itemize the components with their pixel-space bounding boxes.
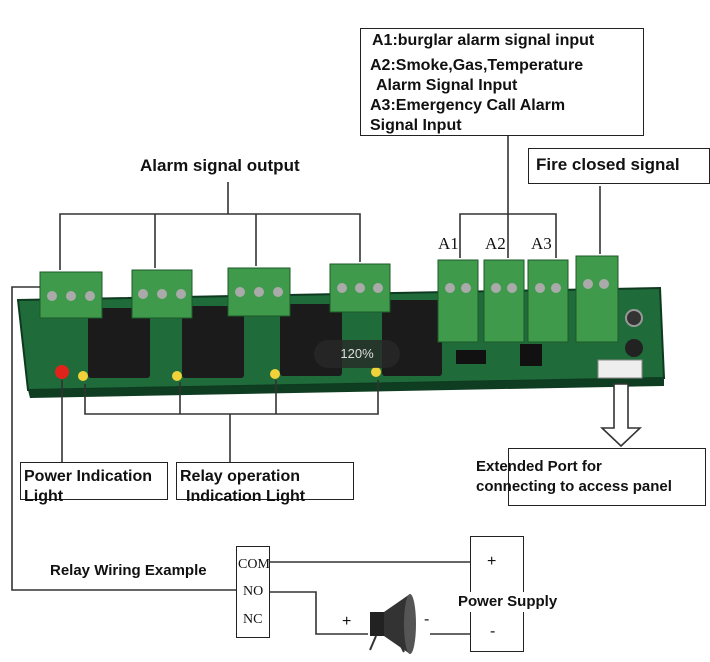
output-terminal-3	[227, 267, 291, 317]
input-terminal-a1	[437, 259, 479, 343]
siren-minus-sign: -	[424, 611, 430, 628]
power-light-line1: Power Indication	[24, 468, 153, 485]
legend-a2-line1: A2:Smoke,Gas,Temperature	[370, 57, 584, 74]
siren-plus-sign: +	[342, 613, 352, 630]
output-terminal-4	[329, 263, 391, 313]
input-label-a2: A2	[485, 234, 506, 253]
connector-lines	[11, 136, 601, 635]
input-label-a3: A3	[531, 234, 552, 253]
legend-a3-line1: A3:Emergency Call Alarm	[370, 97, 566, 114]
input-label-a1: A1	[438, 234, 459, 253]
relay-1	[88, 308, 150, 378]
extended-port-box	[508, 448, 706, 506]
power-light-box	[20, 462, 168, 500]
chip	[520, 344, 542, 366]
legend-a2-line2: Alarm Signal Input	[376, 77, 518, 94]
input-terminal-fire	[575, 255, 619, 343]
fire-closed-label: Fire closed signal	[536, 155, 680, 174]
extended-port-line2: connecting to access panel	[476, 478, 672, 495]
circuit-board	[16, 255, 666, 398]
relay-led-4	[371, 367, 381, 377]
relay-light-line2: Indication Light	[186, 488, 306, 505]
power-led	[55, 365, 69, 379]
zoom-indicator: 120%	[314, 340, 400, 368]
power-supply-plus: +	[487, 553, 497, 570]
power-light-line2: Light	[24, 488, 64, 505]
power-supply-label: Power Supply	[456, 592, 560, 612]
relay-2	[182, 306, 244, 378]
input-terminal-a3	[527, 259, 569, 343]
contact-com: COM	[238, 557, 270, 572]
mount-hole	[625, 309, 643, 327]
extended-port-connector	[597, 359, 643, 379]
legend-a3-line2: Signal Input	[370, 117, 462, 134]
siren-icon	[369, 594, 416, 654]
relay-contact-box	[236, 546, 270, 638]
power-supply-minus: -	[490, 623, 496, 640]
input-terminal-a2	[483, 259, 525, 343]
extended-port-line1: Extended Port for	[476, 458, 602, 475]
chip	[456, 350, 486, 364]
relay-led-3	[270, 369, 280, 379]
relay-light-box	[176, 462, 354, 500]
relay-example-label: Relay Wiring Example	[50, 562, 207, 579]
relay-led-1	[78, 371, 88, 381]
arrow-down-icon	[599, 383, 643, 448]
relay-light-line1: Relay operation	[180, 468, 301, 485]
legend-a1: A1:burglar alarm signal input	[372, 32, 595, 49]
contact-no: NO	[243, 584, 264, 599]
relay-led-2	[172, 371, 182, 381]
output-terminal-2	[131, 269, 193, 319]
contact-nc: NC	[243, 612, 263, 627]
capacitor	[625, 339, 643, 357]
output-terminal-1	[39, 271, 103, 319]
input-legend-box	[360, 28, 644, 136]
alarm-output-label: Alarm signal output	[140, 156, 300, 175]
